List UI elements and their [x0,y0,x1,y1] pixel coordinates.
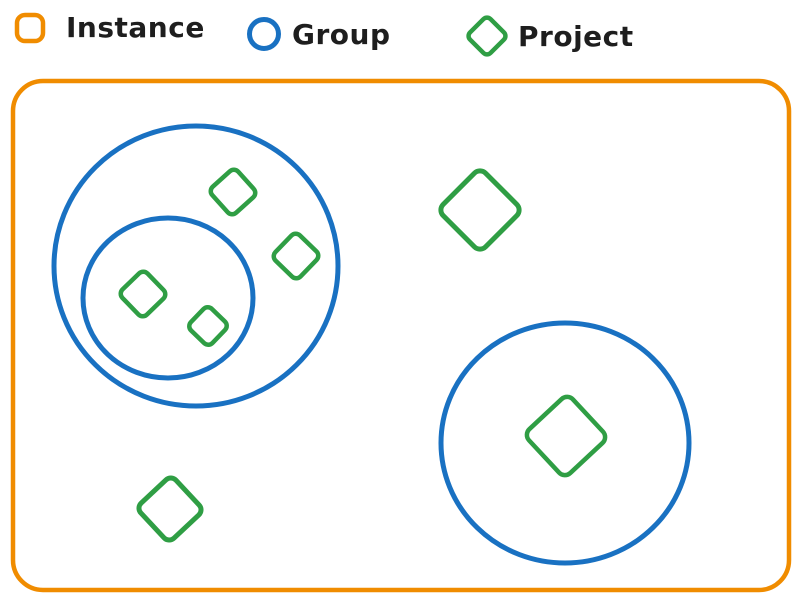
legend-label-group: Group [292,17,391,51]
project-diamond-left-in-nested-group [118,269,168,319]
legend-item-project: Project [464,13,634,59]
project-swatch-shape [466,15,508,57]
project-diamond-in-right-group [524,394,608,478]
project-diamond-right-in-outer-group [271,231,321,281]
instance-swatch-icon [14,12,46,43]
project-diamond-bottom-in-nested-group [187,305,229,347]
group-circle-right [438,320,692,566]
project-swatch-icon [466,15,508,57]
instance-swatch-shape [14,12,46,43]
legend-item-group: Group [246,16,391,52]
project-diamond-top-in-outer-group [208,167,258,217]
legend: Instance Group Project [0,0,802,64]
project-diamond-standalone-bottom-left [136,475,204,543]
group-swatch-shape [247,17,281,51]
group-swatch-icon [247,17,281,51]
legend-label-instance: Instance [66,11,205,44]
group-circle-outer-left [51,123,341,409]
instance-boundary [10,78,792,593]
legend-item-instance: Instance [14,11,205,44]
legend-label-project: Project [518,19,634,53]
project-diamond-standalone-top-right [438,168,522,252]
group-circle-nested-left [80,215,256,381]
